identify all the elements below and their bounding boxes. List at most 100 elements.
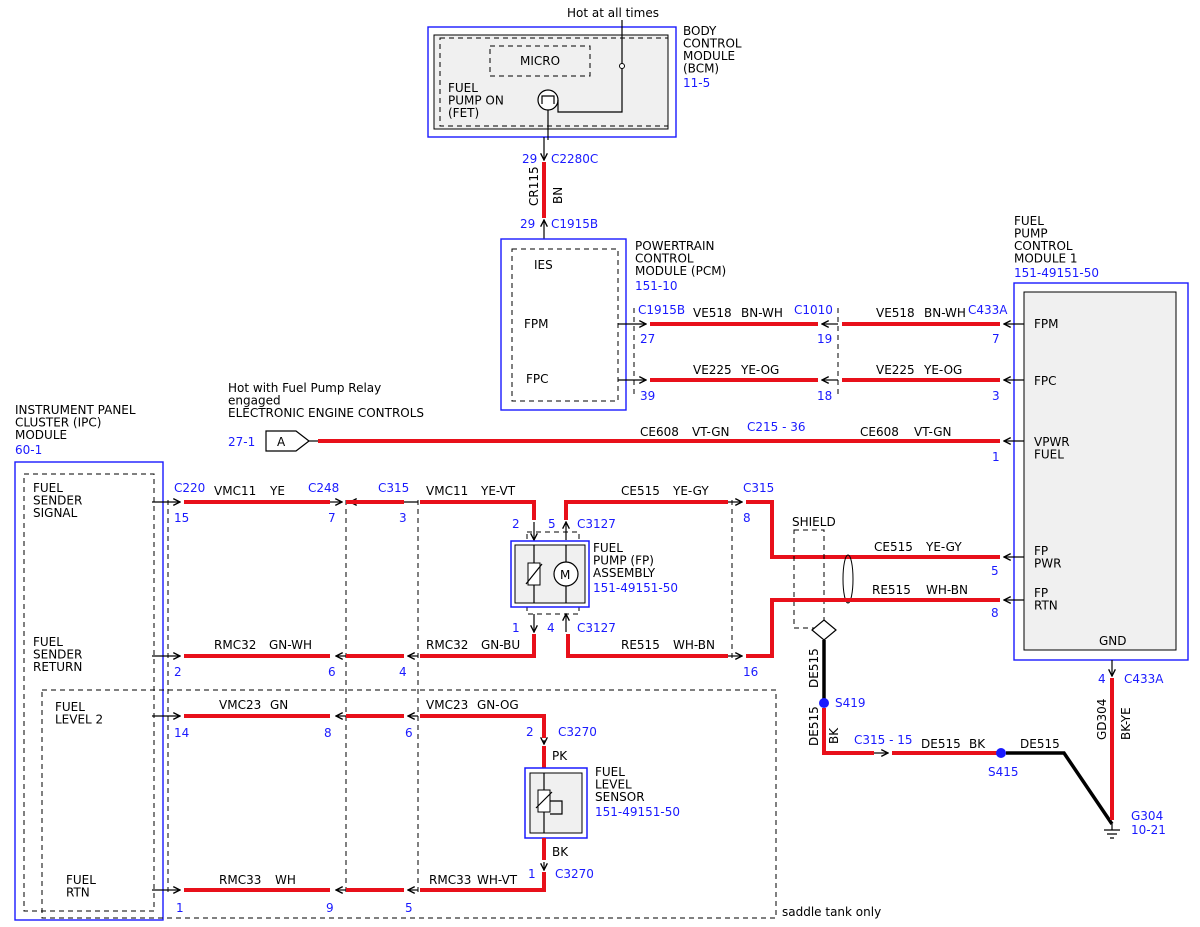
vmc23-pin-ipc: 14	[174, 726, 189, 740]
ce515-circuit-a: CE515	[621, 484, 660, 498]
gnd-h-circuit: DE515	[921, 737, 961, 751]
gnd-gd-circuit: GD304	[1095, 699, 1109, 740]
ce515-conn: C315	[743, 481, 774, 495]
ce515-color-b: YE-GY	[925, 540, 962, 554]
rmc33-circuit-b: RMC33	[429, 873, 471, 887]
fuel-pump-motor-icon	[553, 561, 579, 587]
ground-symbol-icon	[1104, 824, 1120, 839]
cr115-pin-top: 29	[522, 152, 537, 166]
ls-conn-bottom: C3270	[555, 867, 594, 881]
rmc32-color1: GN-WH	[269, 638, 312, 652]
ve518-pin-mid: 19	[817, 332, 832, 346]
fpcm-ref: 151-49151-50	[1014, 266, 1099, 280]
vmc23-wire: 14 VMC23 GN 8 6 VMC23 GN-OG	[152, 698, 546, 740]
ve518-circuit-a: VE518	[693, 306, 732, 320]
gnd-s415: S415	[988, 765, 1019, 779]
bcm-ref: 11-5	[683, 76, 710, 90]
ipc-ref: 60-1	[15, 443, 42, 457]
ls-bottom-color: BK	[552, 845, 569, 859]
shield: SHIELD	[792, 515, 854, 629]
rmc33-wire: 1 RMC33 WH 9 5 RMC33 WH-VT	[152, 872, 546, 915]
ground-circuit: DE515 S419 DE515 BK C315 - 15 DE515 BK S…	[807, 619, 1166, 839]
bcm-micro-label: MICRO	[520, 54, 560, 68]
ve225-circuit-b: VE225	[876, 363, 915, 377]
ce608-circuit-b: CE608	[860, 425, 899, 439]
fp-pin5: 5	[548, 517, 556, 531]
ve518-wire: C1915B 27 VE518 BN-WH C1010 19 VE518 BN-…	[618, 303, 1024, 346]
re515-wire: RE515 WH-BN 16 RE515 WH-BN 8	[566, 583, 1024, 679]
saddle-label: saddle tank only	[782, 905, 881, 919]
ce608-color-a: VT-GN	[692, 425, 729, 439]
ve225-pin-fpcm: 3	[992, 389, 1000, 403]
ve518-conn-pcm: C1915B	[638, 303, 685, 317]
rmc32-circuit-a: RMC32	[214, 638, 256, 652]
gnd-h-color: BK	[969, 737, 986, 751]
cr115-color: BN	[551, 187, 565, 204]
rmc33-color2: WH-VT	[477, 873, 518, 887]
vmc23-color2: GN-OG	[477, 698, 519, 712]
vmc11-conn-ipc: C220	[174, 481, 205, 495]
fpcm-gnd: GND	[1099, 634, 1127, 648]
ce608-circuit-a: CE608	[640, 425, 679, 439]
pcm-fpm: FPM	[524, 317, 549, 331]
gnd-gd-color: BK-YE	[1119, 707, 1133, 740]
ls-top-color: PK	[552, 749, 568, 763]
re515-color-a: WH-BN	[673, 638, 715, 652]
vmc23-pin-c248: 8	[324, 726, 332, 740]
gnd-de515-bk: DE515	[807, 706, 821, 746]
bcm-hot-label: Hot at all times	[567, 6, 659, 20]
vmc11-color1: YE	[269, 484, 285, 498]
re515-pin-fpcm: 8	[991, 606, 999, 620]
gnd-black-circuit: DE515	[1020, 737, 1060, 751]
gnd-g304: G304	[1131, 809, 1163, 823]
splice-s419	[819, 698, 829, 708]
gnd-s419: S419	[835, 696, 866, 710]
ve518-circuit-b: VE518	[876, 306, 915, 320]
gnd-conn: C315 - 15	[854, 733, 913, 747]
fp-conn-bottom: C3127	[577, 621, 616, 635]
pcm-fpc: FPC	[526, 372, 549, 386]
ve225-color-a: YE-OG	[740, 363, 779, 377]
ce515-color-a: YE-GY	[672, 484, 709, 498]
ve518-pin-pcm: 27	[640, 332, 655, 346]
vmc11-circuit-b: VMC11	[426, 484, 468, 498]
rmc33-circuit-a: RMC33	[219, 873, 261, 887]
rmc33-color1: WH	[275, 873, 296, 887]
ve518-pin-fpcm: 7	[992, 332, 1000, 346]
ce515-pin-fpcm: 5	[991, 564, 999, 578]
gnd-bk: BK	[827, 727, 841, 744]
fp-pin2: 2	[512, 517, 520, 531]
ls-conn-top: C3270	[558, 725, 597, 739]
rmc32-circuit-b: RMC32	[426, 638, 468, 652]
ls-ref: 151-49151-50	[595, 805, 680, 819]
fp-conn-top: C3127	[577, 517, 616, 531]
fpcm-fpm: FPM	[1034, 317, 1059, 331]
relay-tag: A	[277, 435, 286, 449]
fet-transistor-icon	[537, 89, 559, 111]
rmc33-pin-c315: 5	[405, 901, 413, 915]
fp-pin4: 4	[547, 621, 555, 635]
gnd-pin: 4	[1098, 672, 1106, 686]
gnd-g304-ref: 10-21	[1131, 823, 1166, 837]
rmc32-color2: GN-BU	[481, 638, 520, 652]
relay-tag-shape	[265, 430, 310, 452]
gnd-conn-c433a: C433A	[1124, 672, 1164, 686]
ve225-circuit-a: VE225	[693, 363, 732, 377]
re515-pin-c315: 16	[743, 665, 758, 679]
vmc23-circuit-b: VMC23	[426, 698, 468, 712]
ve225-pin-mid: 18	[817, 389, 832, 403]
rmc32-pin-ipc: 2	[174, 665, 182, 679]
vmc23-pin-c315: 6	[405, 726, 413, 740]
